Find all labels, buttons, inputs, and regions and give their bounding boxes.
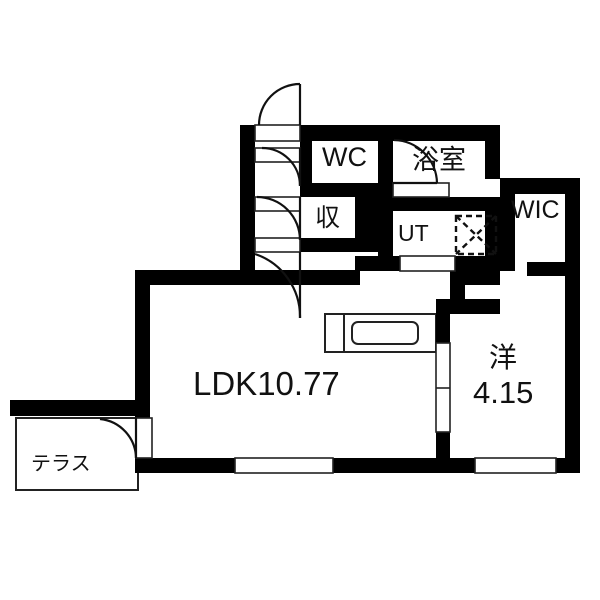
hall-ldk-door-swing-arc [254,252,302,319]
kitchen-counter-outline [324,313,437,353]
door-opening-terrace[interactable] [135,417,153,459]
washing-machine-space [454,214,498,256]
entry-door-swing-leaf [257,82,301,126]
wall-kitchen-right-tie [436,299,500,314]
door-opening-hall-ldk[interactable] [254,237,301,253]
bath-door-swing-arc [393,138,439,184]
room-label-bathroom: 浴室 [412,145,466,175]
terrace-door-swing-arc [99,417,138,459]
room-area-bedroom: 4.15 [473,375,534,410]
washer-pan-box [454,214,498,256]
wall-closet-bottom [300,238,393,252]
room-label-terrace: テラス [31,453,91,475]
wall-ut-top [378,197,500,211]
wall-wic-top [500,178,580,194]
wall-ldk-left [135,270,150,425]
door-swings [99,82,439,459]
washer-pan-cross-2 [455,215,497,255]
wall-bottom-seg2 [333,458,461,473]
wall-bottom-seg3 [461,458,475,473]
window-bedroom-south[interactable] [474,457,557,474]
washer-pan-cross-1 [455,215,497,255]
kitchen-sink-outline [351,321,419,345]
wc-door-swing-arc [261,146,302,187]
door-opening-bathroom[interactable] [392,182,450,198]
wall-wic-notch [527,262,567,276]
wall-bath-right [485,141,500,179]
openings [135,124,557,474]
wall-wc-left-jog [300,141,312,197]
room-label-wic: WIC [511,196,560,224]
wall-ldk-bedroom-upper [436,313,450,343]
wall-top-entry-right [300,125,500,141]
wall-wc-bath-divider [378,141,393,183]
wall-right-outer [565,178,580,473]
wall-ldk-top [135,270,243,285]
closet-door-swing-arc [256,195,302,241]
wall-bedroom-top [450,271,500,285]
wall-under-wc [300,183,393,197]
room-label-bedroom: 洋 [489,342,518,373]
door-opening-ut-bottom[interactable] [399,255,456,272]
room-label-utility: UT [398,220,429,246]
door-opening-closet[interactable] [254,196,301,212]
walls [10,125,580,473]
window-ldk-south[interactable] [234,457,334,474]
wall-ldk-bedroom-lower [436,432,450,460]
wall-ut-right [485,197,500,271]
wall-terrace-top [10,400,150,416]
room-label-closet: 収 [315,204,341,232]
wall-bottom-seg4 [556,458,580,473]
door-opening-entry[interactable] [254,124,301,142]
wall-hall-left [240,125,255,285]
wall-wic-left [500,178,515,271]
wall-bottom-seg1 [150,458,235,473]
room-label-ldk: LDK10.77 [193,365,340,402]
wall-closet-right [355,197,379,239]
room-label-wc: WC [322,142,367,172]
